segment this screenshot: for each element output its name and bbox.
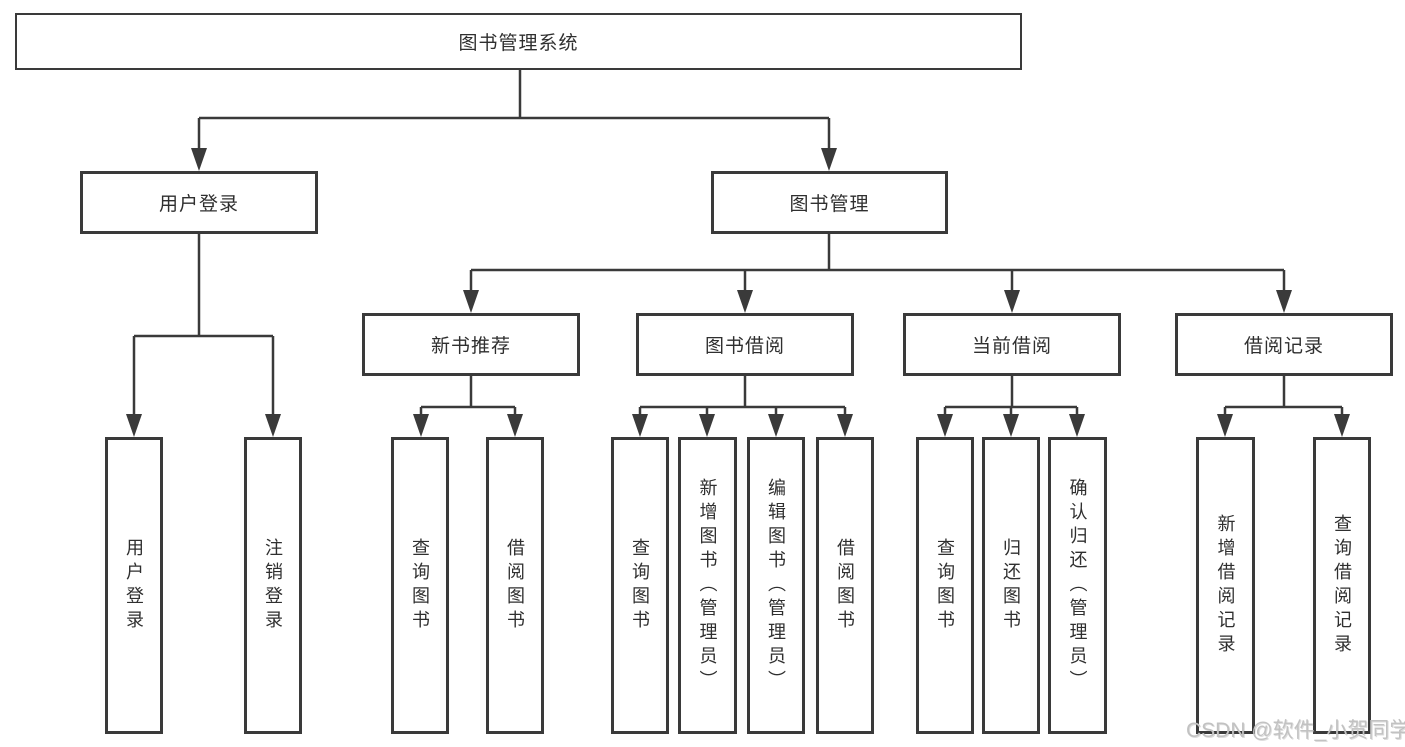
node-leaf-borrow-query-books-label: 查询图书 (630, 537, 650, 634)
node-leaf-newrec-borrow-books: 借阅图书 (486, 437, 544, 734)
node-leaf-logout-label: 注销登录 (263, 537, 283, 634)
node-leaf-return-books: 归还图书 (982, 437, 1040, 734)
node-leaf-current-query-books-label: 查询图书 (935, 537, 955, 634)
node-user-login-branch-label: 用户登录 (158, 194, 239, 215)
connector-borrow-records-to-leaves (1217, 376, 1350, 437)
node-book-management: 图书管理 (711, 171, 948, 234)
node-leaf-edit-book-admin-label: 编辑图书（管理员） (766, 477, 786, 694)
node-root: 图书管理系统 (15, 13, 1022, 70)
node-current-borrow: 当前借阅 (903, 313, 1121, 376)
node-new-book-recommend-label: 新书推荐 (430, 336, 511, 357)
node-user-login-branch: 用户登录 (80, 171, 318, 234)
node-book-management-label: 图书管理 (789, 194, 870, 215)
node-new-book-recommend: 新书推荐 (362, 313, 580, 376)
connector-current-borrow-to-leaves (937, 376, 1085, 437)
connector-user-login-to-leaves (126, 234, 281, 437)
node-leaf-logout: 注销登录 (244, 437, 302, 734)
node-borrow-records: 借阅记录 (1175, 313, 1393, 376)
node-leaf-borrow-query-books: 查询图书 (611, 437, 669, 734)
node-leaf-user-login-label: 用户登录 (124, 537, 144, 634)
node-leaf-user-login: 用户登录 (105, 437, 163, 734)
node-borrow-records-label: 借阅记录 (1243, 336, 1324, 357)
node-leaf-newrec-query-books-label: 查询图书 (410, 537, 430, 634)
node-root-label: 图书管理系统 (458, 33, 579, 54)
node-leaf-query-borrow-record: 查询借阅记录 (1313, 437, 1371, 734)
node-book-borrow: 图书借阅 (636, 313, 854, 376)
node-leaf-edit-book-admin: 编辑图书（管理员） (747, 437, 805, 734)
node-leaf-add-book-admin: 新增图书（管理员） (678, 437, 737, 734)
node-leaf-confirm-return-admin-label: 确认归还（管理员） (1067, 477, 1088, 694)
node-leaf-current-query-books: 查询图书 (916, 437, 974, 734)
node-leaf-add-borrow-record-label: 新增借阅记录 (1215, 513, 1236, 658)
node-leaf-return-books-label: 归还图书 (1001, 537, 1021, 634)
node-leaf-newrec-query-books: 查询图书 (391, 437, 449, 734)
node-leaf-newrec-borrow-books-label: 借阅图书 (505, 537, 525, 634)
node-leaf-confirm-return-admin: 确认归还（管理员） (1048, 437, 1107, 734)
node-leaf-query-borrow-record-label: 查询借阅记录 (1332, 513, 1352, 658)
node-leaf-borrow-borrow-books-label: 借阅图书 (835, 537, 855, 634)
node-current-borrow-label: 当前借阅 (971, 336, 1052, 357)
connector-root-to-branches (191, 70, 837, 171)
node-leaf-borrow-borrow-books: 借阅图书 (816, 437, 874, 734)
node-leaf-add-borrow-record: 新增借阅记录 (1196, 437, 1255, 734)
csdn-watermark: CSDN @软件_小贺同学 (1186, 719, 1405, 742)
node-leaf-add-book-admin-label: 新增图书（管理员） (697, 477, 718, 694)
connector-book-mgmt-to-sections (463, 234, 1292, 313)
connector-new-book-to-leaves (413, 376, 523, 437)
connector-book-borrow-to-leaves (632, 376, 853, 437)
node-book-borrow-label: 图书借阅 (704, 336, 785, 357)
